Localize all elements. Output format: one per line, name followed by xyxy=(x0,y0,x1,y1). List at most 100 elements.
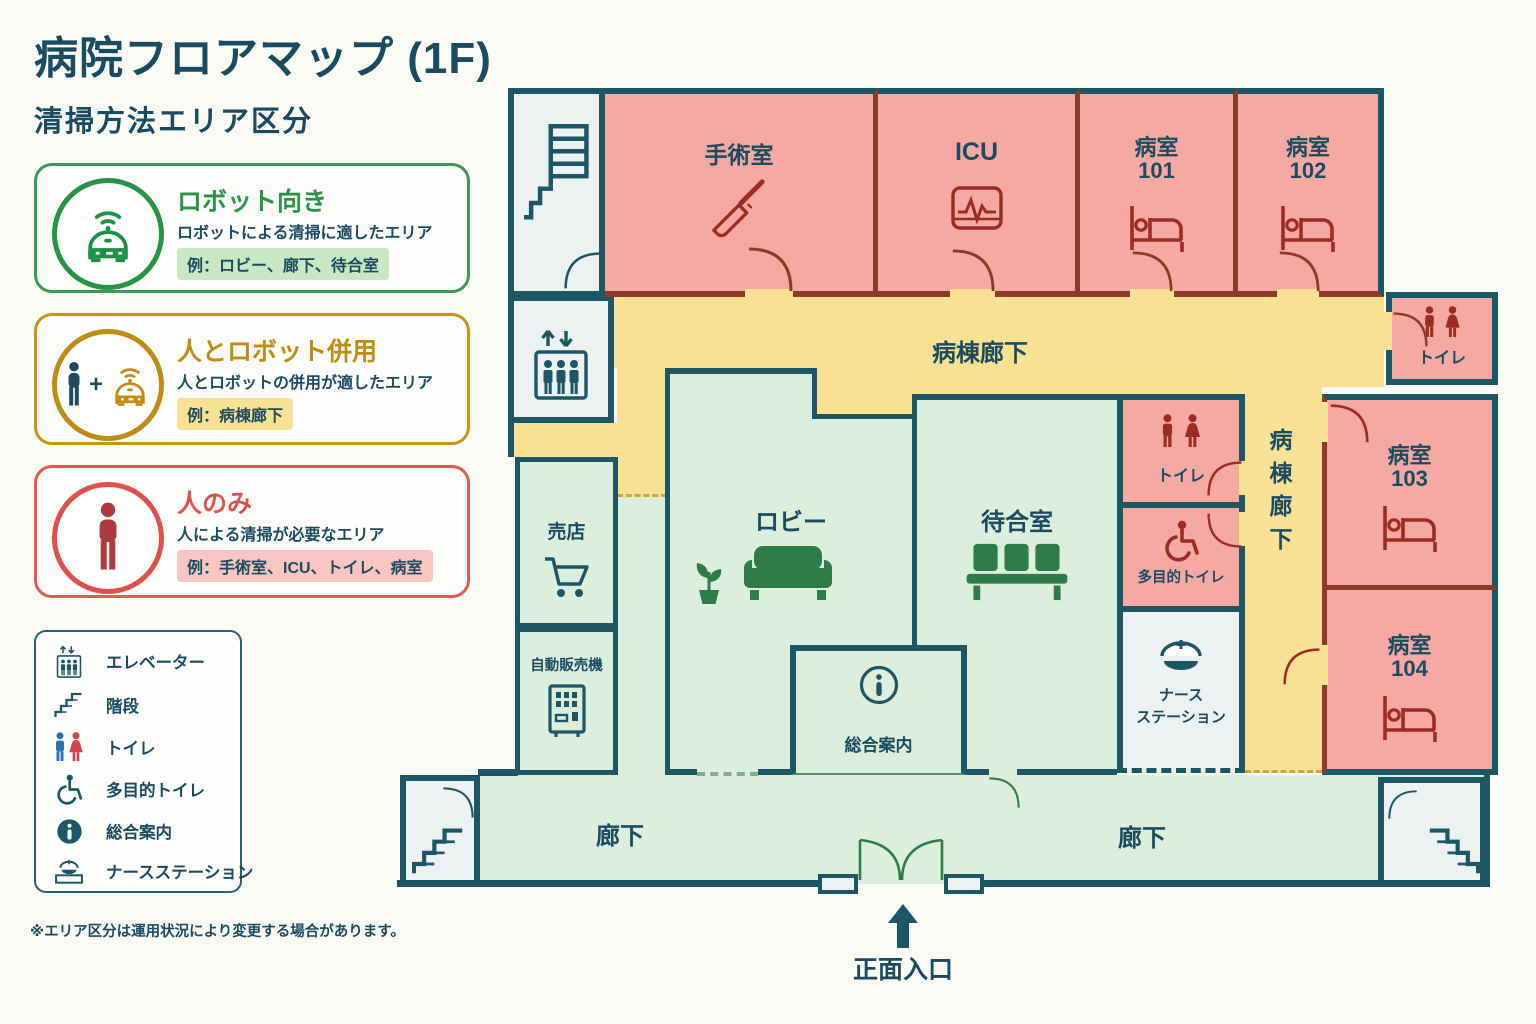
legend-human-title: 人のみ xyxy=(177,490,253,518)
room-nurse-station: ナース ステーション xyxy=(1117,612,1245,773)
room103-name: 病室 xyxy=(1387,443,1432,468)
footnote: ※エリア区分は運用状況により変更する場合があります。 xyxy=(30,924,405,940)
door-gap xyxy=(1318,645,1328,685)
nurse-cap-icon xyxy=(1155,634,1207,674)
bed-icon xyxy=(1128,204,1186,252)
legend-label-elevator: エレベーター xyxy=(106,654,205,672)
shop-label: 売店 xyxy=(547,522,586,543)
legend-human-example: 例：手術室、ICU、トイレ、病室 xyxy=(177,550,433,582)
legend-shared-description: 人とロボットの併用が適したエリア xyxy=(177,375,434,392)
legend-label-information: 総合案内 xyxy=(106,824,172,842)
elevator-icon xyxy=(533,315,589,411)
ward-corridor-left-branch xyxy=(617,368,667,497)
door-gap xyxy=(1239,512,1247,546)
bed-icon xyxy=(1381,694,1439,742)
door-gap xyxy=(745,289,793,299)
room-stairwell-bottom-right xyxy=(1378,777,1486,887)
legend-label-accessible-toilet: 多目的トイレ xyxy=(106,782,205,800)
room-information: 総合案内 xyxy=(790,645,967,775)
stairs-icon xyxy=(50,691,88,719)
outer-wall-bottom-right xyxy=(945,880,1490,887)
lobby-side-passage xyxy=(617,497,667,775)
plant-icon xyxy=(692,554,726,606)
outer-wall-right xyxy=(1484,775,1490,887)
nurse-station-label-1: ナース xyxy=(1158,687,1204,704)
legend-row-toilet: トイレ xyxy=(50,730,156,764)
room104-number: 104 xyxy=(1391,656,1428,681)
vending-machine-icon xyxy=(548,684,586,738)
door-arc xyxy=(747,247,793,293)
room-elevator xyxy=(508,295,614,423)
information-label: 総合案内 xyxy=(844,736,913,755)
door-arc xyxy=(1388,789,1418,821)
nurse-station-label-2: ステーション xyxy=(1136,709,1226,726)
sofa-icon xyxy=(742,544,834,602)
door-gap xyxy=(1130,289,1174,299)
legend-card-shared: + 人とロボット併用 人とロボットの併用が適したエリア 例：病棟廊下 xyxy=(34,313,470,445)
room102-number: 102 xyxy=(1289,158,1327,183)
bottom-corridor xyxy=(480,775,1490,884)
door-arc xyxy=(1392,312,1428,348)
door-gap xyxy=(950,289,995,299)
entrance-door-post-left xyxy=(818,874,858,894)
ward-corridor-strip-right xyxy=(1322,368,1384,387)
room-stairwell-top xyxy=(508,88,605,297)
outer-wall-bottom-left xyxy=(397,880,857,887)
room101-number: 101 xyxy=(1138,158,1175,183)
operating-room-label: 手術室 xyxy=(704,142,774,168)
symbol-legend-box: エレベーター 階段 トイレ 多目的トイレ 総合案内 ナースステーション xyxy=(34,630,253,893)
robot-vacuum-icon xyxy=(52,178,164,290)
legend-card-human: 人のみ 人による清掃が必要なエリア 例：手術室、ICU、トイレ、病室 xyxy=(34,465,470,598)
scalpel-icon xyxy=(708,176,770,238)
dashed-opening xyxy=(697,772,758,776)
room-103: 病室 103 xyxy=(1322,394,1498,590)
bed-icon xyxy=(1381,504,1439,552)
ward-corridor-vertical-label: 病棟廊下 xyxy=(1266,428,1292,560)
door-arc xyxy=(1207,461,1243,497)
lobby-label: ロビー xyxy=(755,509,827,536)
heart-monitor-icon xyxy=(951,186,1003,230)
accessible-toilet-icon xyxy=(1161,520,1201,562)
legend-shared-title: 人とロボット併用 xyxy=(177,338,378,366)
entrance-double-door xyxy=(858,838,944,881)
legend-row-elevator: エレベーター xyxy=(50,644,205,678)
room-multipurpose-toilet: 多目的トイレ xyxy=(1117,508,1245,612)
ward-corridor-strip xyxy=(912,368,1322,394)
information-icon xyxy=(50,818,88,845)
room-shop: 売店 xyxy=(515,457,618,628)
legend-row-stairs: 階段 xyxy=(50,688,139,722)
legend-row-nurse-station: ナースステーション xyxy=(50,854,253,888)
multipurpose-toilet-label: 多目的トイレ xyxy=(1137,570,1225,586)
legend-shared-example: 例：病棟廊下 xyxy=(177,398,294,430)
door-arc xyxy=(1207,512,1243,548)
corridor-left-label: 廊下 xyxy=(596,823,644,850)
corridor-right-label: 廊下 xyxy=(1118,825,1166,852)
door-gap xyxy=(1382,312,1392,350)
stairs-icon xyxy=(1426,825,1480,877)
legend-row-information: 総合案内 xyxy=(50,814,172,848)
room101-name: 病室 xyxy=(1134,135,1179,160)
toilet-icon xyxy=(50,732,88,762)
person-icon xyxy=(52,482,164,594)
room-toilet-mid: トイレ xyxy=(1117,394,1245,508)
legend-human-description: 人による清掃が必要なエリア xyxy=(177,527,385,544)
stairs-icon xyxy=(412,825,466,877)
legend-label-toilet: トイレ xyxy=(106,740,156,758)
legend-label-nurse-station: ナースステーション xyxy=(106,864,254,882)
legend-robot-example: 例：ロビー、廊下、待合室 xyxy=(177,248,389,280)
main-entrance-label: 正面入口 xyxy=(852,956,953,984)
ward-corridor-horizontal xyxy=(605,297,1384,368)
legend-card-robot: ロボット向き ロボットによる清掃に適したエリア 例：ロビー、廊下、待合室 xyxy=(34,163,470,293)
door-arc xyxy=(1283,647,1321,687)
door-gap xyxy=(1277,289,1319,299)
toilet-icon xyxy=(1160,414,1203,448)
person-plus-robot-icon: + xyxy=(52,329,164,441)
room-operating: 手術室 xyxy=(605,88,878,297)
shopping-cart-icon xyxy=(543,554,591,600)
room-vending: 自動販売機 xyxy=(515,628,618,775)
legend-label-stairs: 階段 xyxy=(106,698,139,716)
page-title: 病院フロアマップ (1F) xyxy=(34,34,492,83)
room103-number: 103 xyxy=(1391,466,1428,491)
information-icon xyxy=(859,665,899,705)
